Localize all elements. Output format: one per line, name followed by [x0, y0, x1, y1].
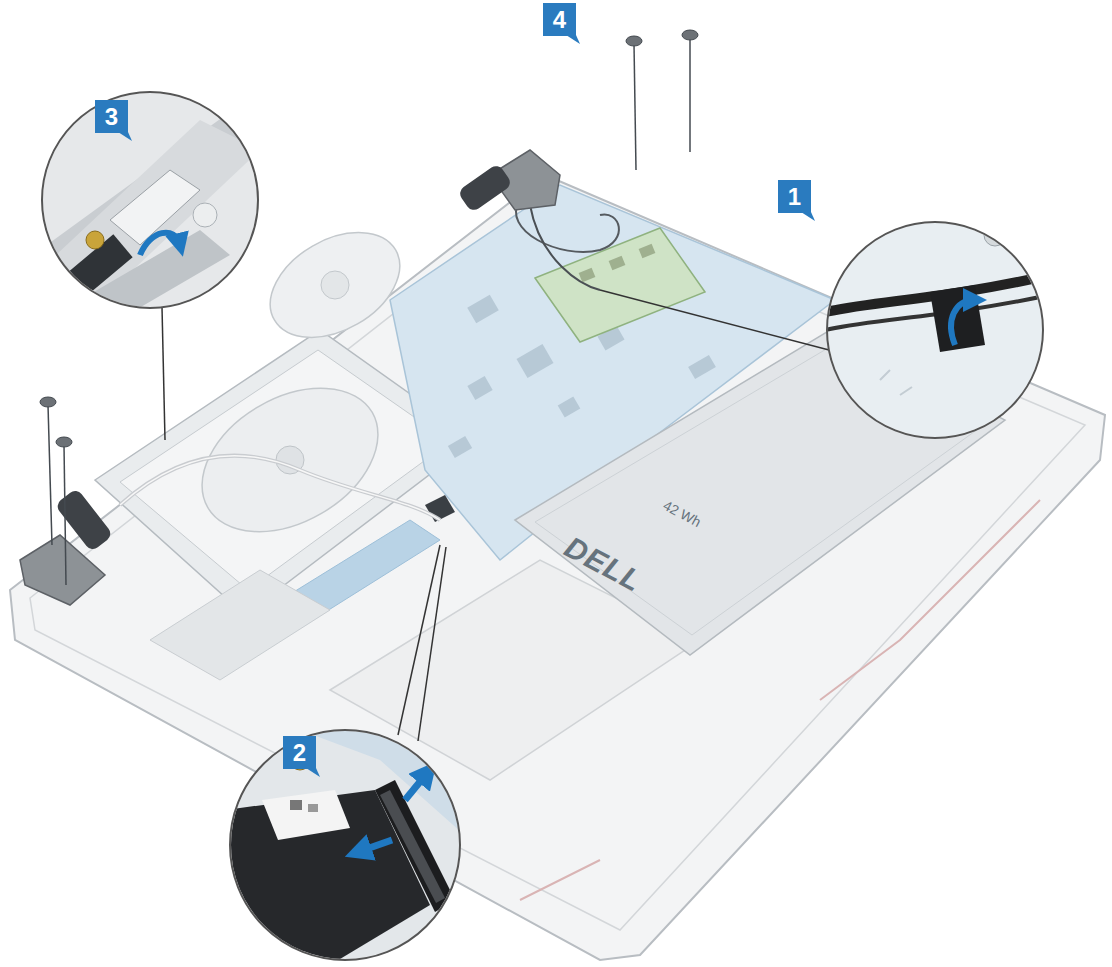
callout-number: 2 [283, 736, 316, 769]
callout-number: 4 [543, 3, 576, 36]
detail-circle [820, 215, 1050, 445]
callout-number: 3 [95, 100, 128, 133]
detail-circle [225, 725, 470, 965]
fan [252, 211, 418, 359]
detail-circle [40, 90, 260, 330]
leader-line [162, 290, 829, 741]
battery-capacity: 42 Wh [660, 497, 703, 530]
screw [40, 30, 698, 585]
callout-number: 1 [778, 180, 811, 213]
callout-tail [118, 35, 815, 777]
battery-logo: DELL [559, 530, 648, 599]
